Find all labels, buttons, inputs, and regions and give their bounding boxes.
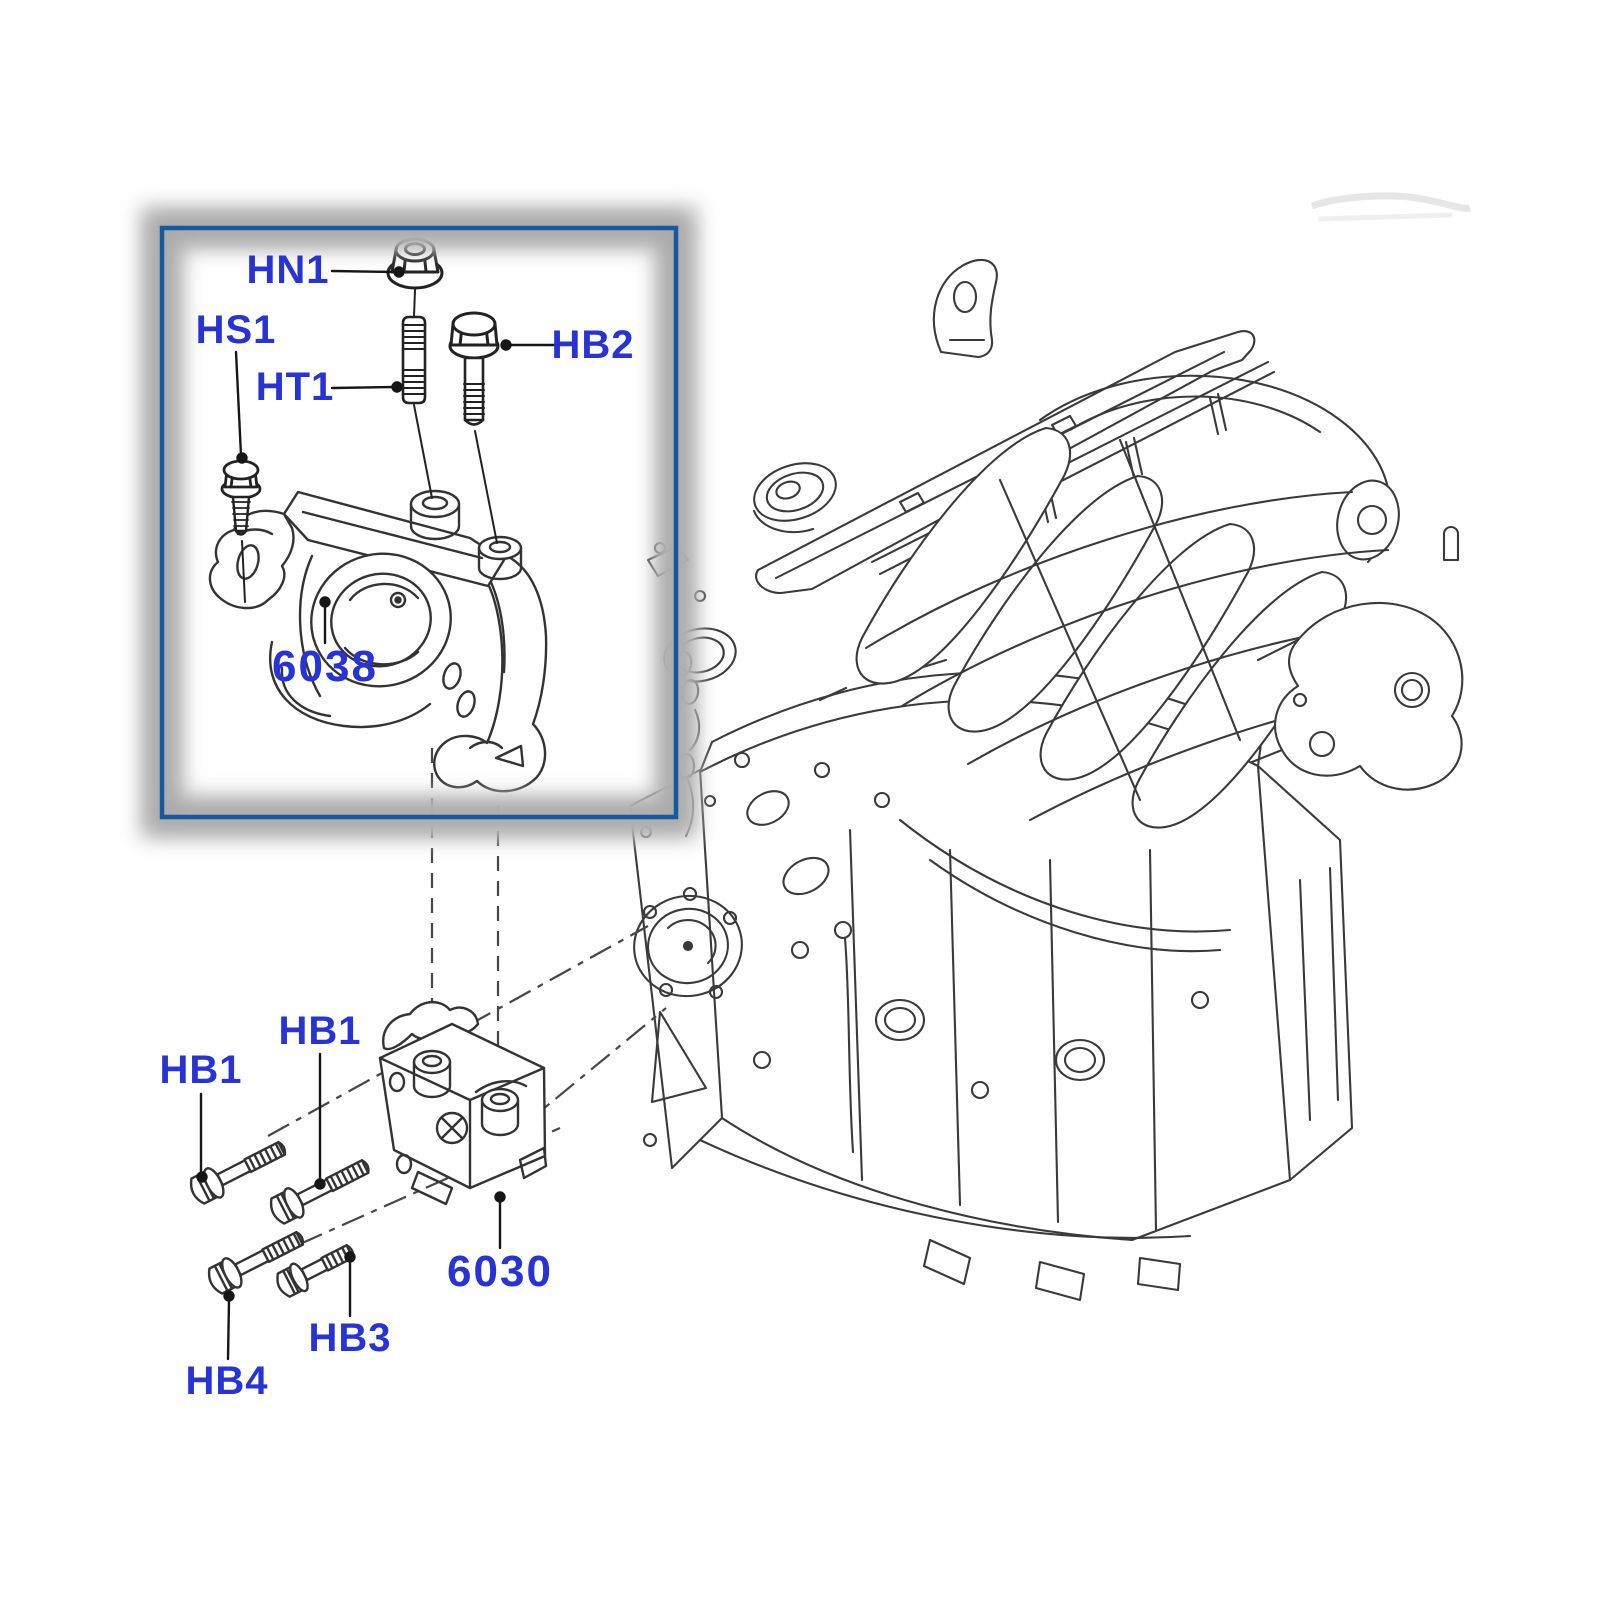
stud-ht1 bbox=[401, 289, 433, 499]
bracket-6030-drawing bbox=[378, 1001, 548, 1206]
callout-hb2: HB2 bbox=[551, 323, 635, 367]
callout-hb3: HB3 bbox=[308, 1316, 392, 1360]
callout-hb1-left: HB1 bbox=[159, 1048, 243, 1092]
callout-6038: 6038 bbox=[272, 642, 378, 691]
screw-hs1 bbox=[220, 459, 262, 603]
callout-6030: 6030 bbox=[447, 1247, 553, 1296]
faint-watermark bbox=[1310, 192, 1472, 222]
bolt-hb4 bbox=[207, 1230, 305, 1295]
callout-ht1: HT1 bbox=[255, 365, 335, 409]
callout-hb1-top: HB1 bbox=[278, 1009, 362, 1053]
callout-hs1: HS1 bbox=[195, 308, 277, 352]
mount-6038-drawing bbox=[208, 489, 548, 793]
bolt-hb1-left bbox=[189, 1140, 287, 1205]
bolt-hb3 bbox=[276, 1244, 355, 1298]
engine-line-art bbox=[628, 258, 1464, 1302]
callout-hn1: HN1 bbox=[246, 248, 330, 292]
bolt-hb2 bbox=[448, 311, 500, 544]
highlight-box bbox=[140, 206, 698, 839]
leader-lines bbox=[196, 266, 558, 1361]
callout-hb4: HB4 bbox=[185, 1359, 269, 1403]
